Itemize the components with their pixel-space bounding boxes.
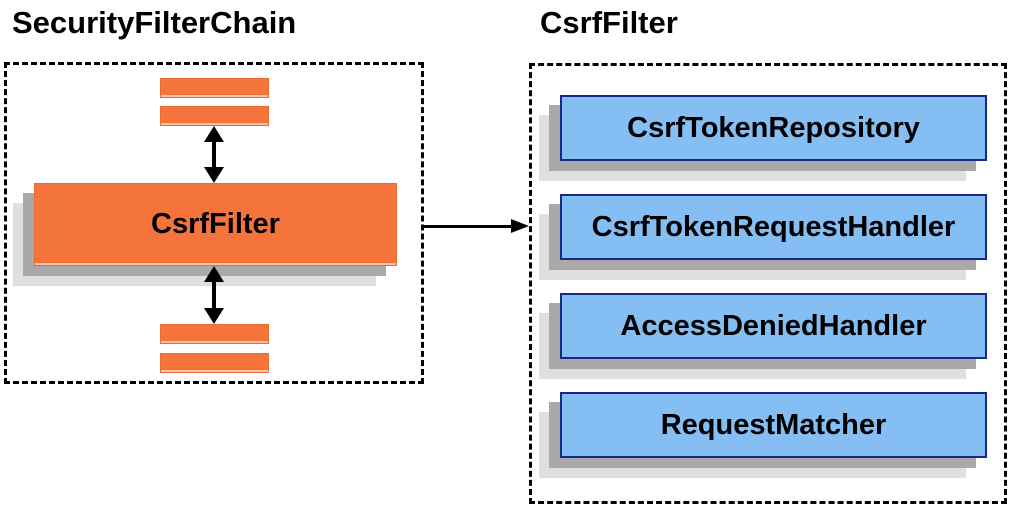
component-box-label: RequestMatcher <box>660 408 887 441</box>
component-box-access-denied-handler: AccessDeniedHandler <box>560 293 987 359</box>
component-box-label: CsrfTokenRequestHandler <box>591 210 956 243</box>
filter-chain-bar-1 <box>160 78 269 98</box>
csrf-filter-link-arrow-head-icon <box>511 219 529 233</box>
component-box-request-matcher: RequestMatcher <box>560 392 987 458</box>
filter-chain-bar-4 <box>160 353 269 373</box>
arrow-shaft <box>212 278 216 312</box>
filter-chain-bar-2 <box>160 106 269 126</box>
arrow-down-head-icon <box>204 308 224 324</box>
csrf-filter-container <box>529 63 1007 504</box>
component-box-label: AccessDeniedHandler <box>620 309 927 342</box>
component-box-csrf-token-repository: CsrfTokenRepository <box>560 95 987 161</box>
security-filter-chain-container <box>4 62 424 384</box>
csrf-filter-box-label: CsrfFilter <box>151 208 280 240</box>
csrf-filter-link-arrow-shaft <box>423 225 513 228</box>
bidirectional-arrow-top <box>204 126 224 183</box>
arrow-up-head-icon <box>204 126 224 142</box>
security-filter-chain-title: SecurityFilterChain <box>12 5 297 40</box>
csrf-filter-title: CsrfFilter <box>540 5 678 40</box>
bidirectional-arrow-bottom <box>204 266 224 324</box>
component-box-csrf-token-request-handler: CsrfTokenRequestHandler <box>560 194 987 260</box>
component-box-label: CsrfTokenRepository <box>627 111 920 144</box>
filter-chain-bar-3 <box>160 324 269 344</box>
arrow-down-head-icon <box>204 167 224 183</box>
arrow-up-head-icon <box>204 266 224 282</box>
arrow-shaft <box>212 138 216 171</box>
csrf-filter-box: CsrfFilter <box>34 183 397 266</box>
